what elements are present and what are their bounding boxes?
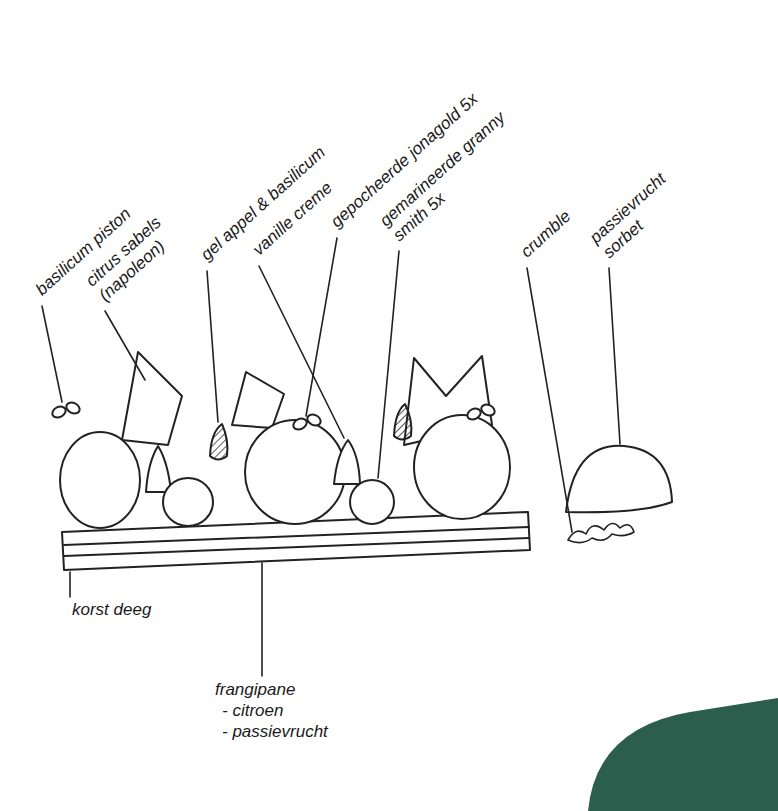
basil-leaf [466, 407, 483, 422]
apple-ball [350, 480, 394, 524]
annotation-label: korst deeg [72, 600, 151, 620]
sable-shard [232, 372, 284, 428]
leader-line [42, 306, 62, 402]
corner-shape [588, 698, 778, 811]
cream-dollop [334, 440, 360, 484]
cream-dollop [146, 446, 171, 492]
frangipane-layer [64, 538, 529, 556]
apple-ball [60, 432, 140, 528]
basil-leaf [51, 405, 68, 420]
gel-drop [394, 404, 411, 440]
frangipane-layer [64, 527, 529, 545]
apple-ball [163, 478, 213, 526]
leader-line [609, 268, 620, 444]
apple-ball [245, 420, 345, 524]
basil-leaf [65, 401, 82, 416]
leader-line [527, 268, 572, 532]
leader-line [261, 563, 263, 676]
leader-line [105, 311, 145, 380]
basil-leaf [292, 417, 309, 432]
basil-leaf [480, 403, 497, 418]
leader-line [306, 238, 337, 416]
annotation-label: - citroen [222, 701, 283, 721]
annotation-label: frangipane [215, 680, 295, 700]
leader-line [69, 572, 71, 597]
sorbet-quenelle [566, 446, 672, 513]
sable-shard [122, 352, 182, 445]
basil-leaf [306, 413, 323, 428]
leader-line [259, 266, 344, 438]
annotation-label: passievrucht sorbet [586, 156, 698, 262]
annotation-label: crumble [517, 207, 575, 262]
annotation-label: - passievrucht [222, 722, 328, 742]
leader-line [207, 271, 218, 422]
apple-ball [414, 415, 510, 519]
gel-drop [210, 424, 227, 460]
leader-line [378, 251, 399, 478]
crumble-scribble [568, 523, 634, 542]
